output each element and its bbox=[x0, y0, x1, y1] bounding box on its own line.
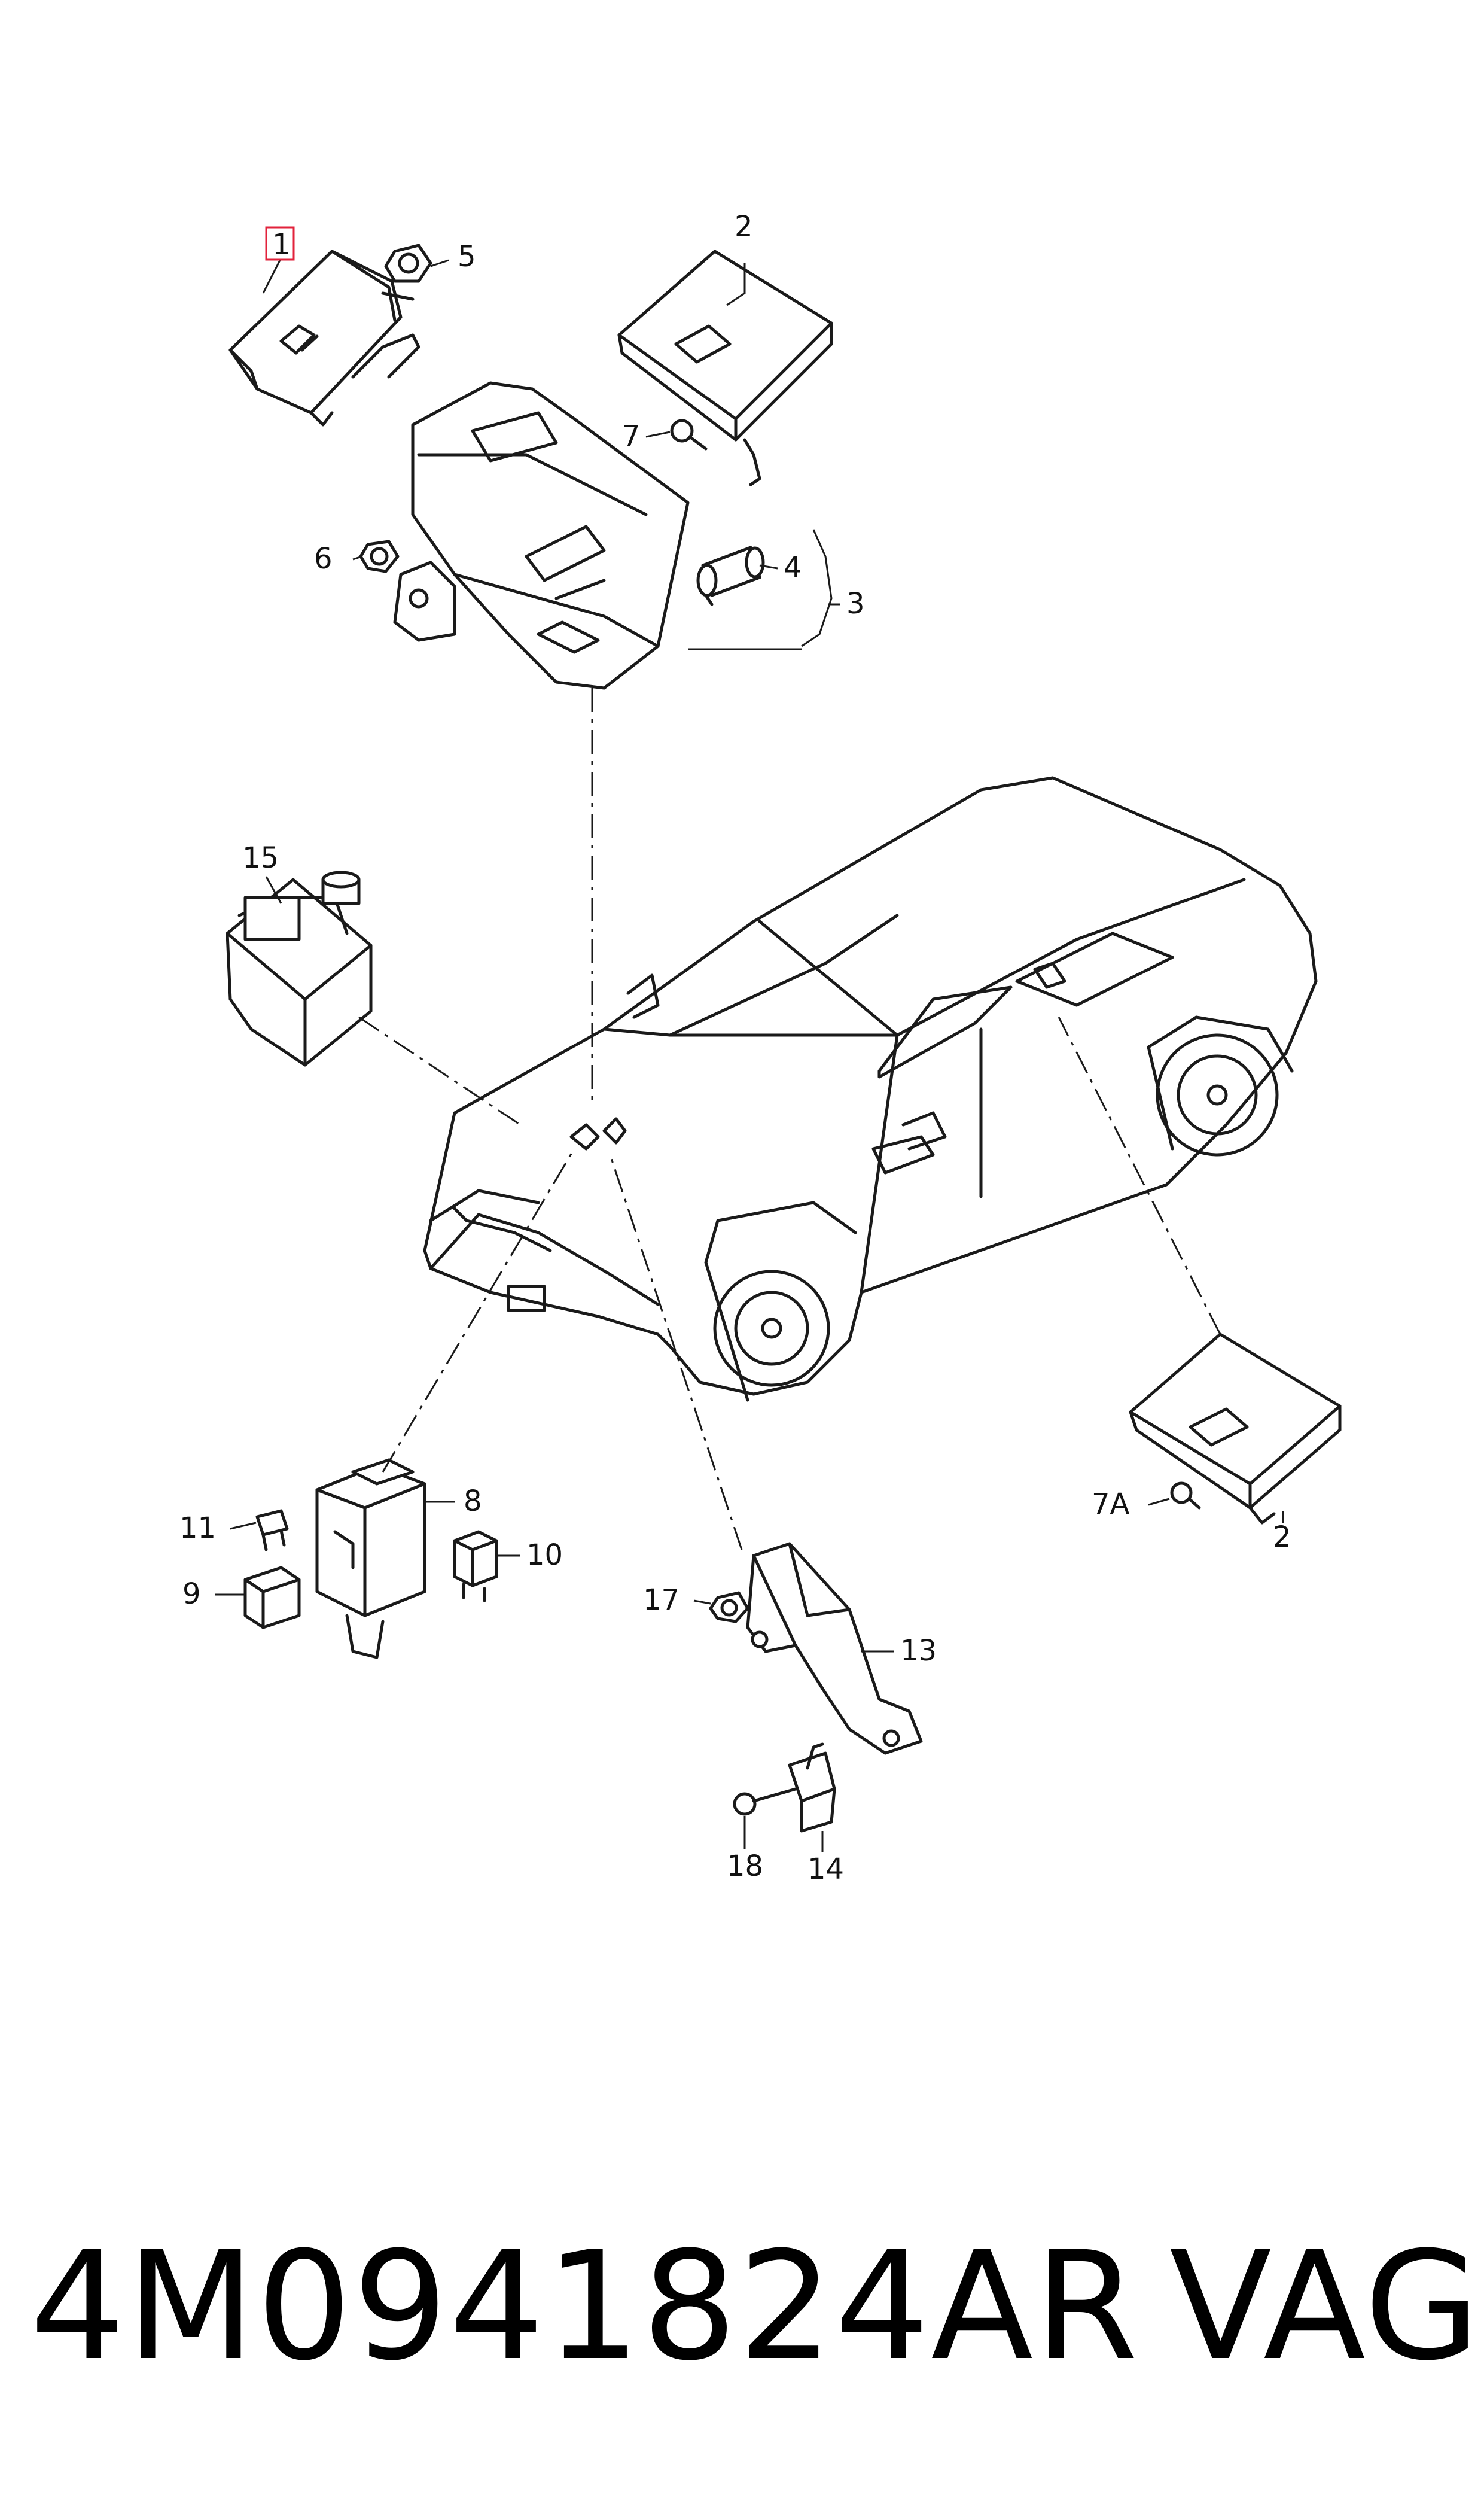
part-number: 4M0941824AR bbox=[30, 2219, 1139, 2393]
ref-line-module-15 bbox=[358, 1016, 521, 1126]
mounting-bracket-part-3 bbox=[393, 381, 690, 690]
bolt-part-18 bbox=[733, 1787, 797, 1816]
callout-7a: 7A bbox=[1092, 1487, 1130, 1521]
screw-part-7a bbox=[1170, 1481, 1201, 1510]
brand-label: VAG bbox=[1169, 2219, 1482, 2393]
fuse-part-11 bbox=[255, 1509, 289, 1551]
fuse-holder-part-9 bbox=[243, 1566, 301, 1629]
ref-line-unit-2 bbox=[1058, 1017, 1221, 1335]
nut-part-6 bbox=[359, 540, 400, 573]
callout-2-bottom: 2 bbox=[1273, 1520, 1291, 1554]
callout-1: 1 bbox=[272, 228, 291, 261]
callout-8: 8 bbox=[464, 1484, 482, 1518]
screw-part-7 bbox=[670, 419, 708, 451]
callout-17: 17 bbox=[643, 1583, 679, 1617]
control-unit-part-2-top bbox=[617, 250, 833, 486]
callout-13: 13 bbox=[900, 1634, 937, 1668]
module-part-15 bbox=[226, 871, 373, 1067]
relay-part-10 bbox=[453, 1530, 498, 1602]
control-module-part-1 bbox=[228, 250, 420, 427]
callout-9: 9 bbox=[182, 1577, 201, 1611]
callout-5: 5 bbox=[458, 240, 476, 273]
sensor-part-14 bbox=[788, 1742, 836, 1833]
reference-lines bbox=[358, 688, 1221, 1550]
callout-labels: 1 5 2 7 6 4 3 15 8 10 11 9 17 13 18 14 7… bbox=[179, 210, 1291, 1886]
vehicle-illustration bbox=[423, 776, 1318, 1402]
callout-10: 10 bbox=[526, 1538, 563, 1572]
relay-holder-part-8 bbox=[315, 1458, 426, 1659]
callout-14: 14 bbox=[807, 1852, 844, 1886]
callout-15: 15 bbox=[242, 841, 279, 875]
bracket-part-13 bbox=[746, 1542, 923, 1755]
callout-leaders bbox=[215, 259, 1284, 1852]
callout-2-top: 2 bbox=[735, 210, 753, 244]
nut-part-5 bbox=[384, 244, 432, 283]
callout-4: 4 bbox=[784, 551, 802, 585]
callout-18: 18 bbox=[727, 1849, 763, 1883]
ref-line-relay-8 bbox=[382, 1148, 575, 1473]
ref-line-bracket-13 bbox=[609, 1154, 743, 1550]
cylinder-part-4 bbox=[696, 546, 765, 606]
highlight-box-part-1 bbox=[265, 226, 295, 261]
callout-11: 11 bbox=[179, 1511, 216, 1545]
nut-part-17 bbox=[709, 1591, 749, 1623]
callout-6: 6 bbox=[314, 542, 333, 576]
callout-7: 7 bbox=[622, 419, 641, 453]
callout-3: 3 bbox=[846, 587, 865, 620]
control-unit-part-2-bottom bbox=[1129, 1332, 1342, 1525]
